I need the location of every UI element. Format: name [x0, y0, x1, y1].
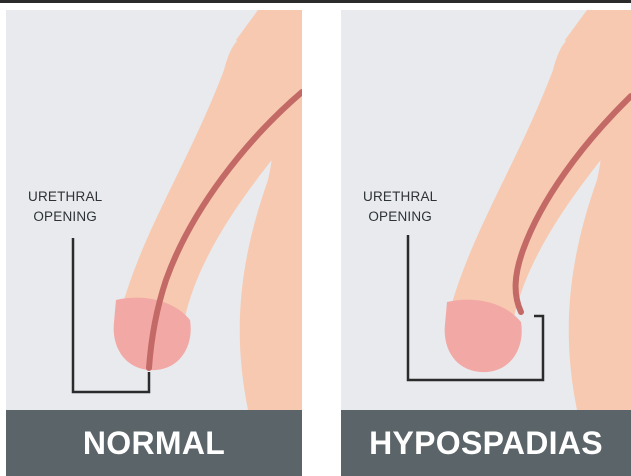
urethral-opening-label: URETHRAL OPENING	[363, 187, 437, 227]
panel-normal: URETHRAL OPENING NORMAL	[6, 10, 302, 476]
banner-title: HYPOSPADIAS	[369, 425, 603, 462]
banner-title: NORMAL	[83, 425, 225, 462]
label-line-1: URETHRAL	[363, 187, 437, 207]
hypospadias-banner: HYPOSPADIAS	[341, 410, 631, 476]
normal-anatomy-illustration	[6, 10, 302, 476]
urethral-opening-label: URETHRAL OPENING	[28, 187, 102, 227]
normal-banner: NORMAL	[6, 410, 302, 476]
label-line-2: OPENING	[363, 207, 437, 227]
label-line-2: OPENING	[28, 207, 102, 227]
panel-hypospadias: URETHRAL OPENING HYPOSPADIAS	[341, 10, 631, 476]
hypospadias-anatomy-illustration	[341, 10, 631, 476]
top-border	[0, 0, 631, 3]
label-line-1: URETHRAL	[28, 187, 102, 207]
